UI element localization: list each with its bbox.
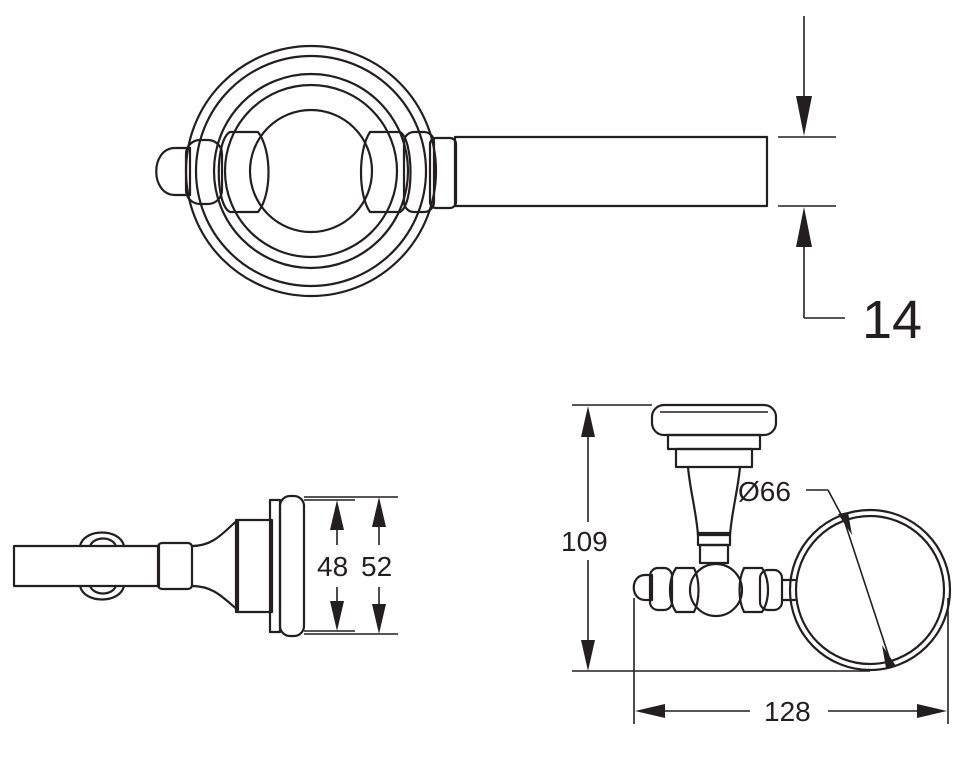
side-base-step [234,518,274,614]
side-bar-ring [78,531,126,601]
dim-109-arrow-top [581,406,595,437]
dim-66-leader-2 [827,489,845,521]
right-collar [402,130,436,214]
dim-48-arrow-bottom [330,601,344,631]
dim-66-value: 66 [760,476,791,507]
end-cap [155,146,192,197]
top-view: 14 [155,16,922,350]
rosette-ring-3 [212,72,410,270]
mount-step-1 [666,433,762,451]
arm-left-bulb [668,566,700,614]
stem-neck [698,543,730,565]
right-bulb [359,130,412,214]
dim-52-label: 52 [361,551,392,582]
rosette-ring-4 [223,83,399,259]
dim-14-label: 14 [862,290,922,350]
dim-66-arrow-bottom [882,645,896,668]
left-bulb [217,130,270,214]
side-bar-ring-inner [88,537,118,595]
dim-109-label: 109 [561,526,608,557]
left-collar [184,138,224,206]
arm-center-ball [688,562,744,618]
side-collar [156,541,194,591]
diameter-symbol: Ø [738,476,760,507]
dim-66-label: Ø66 [738,476,791,507]
front-view: Ø66 109 128 [561,403,952,727]
holder-ring-inner [794,514,946,666]
dim-14-arrow-top [796,96,812,136]
rosette-center-knob [248,108,374,234]
dim-48-arrow-top [330,500,344,530]
dim-52-arrow-bottom [372,604,386,634]
dim-66-arrow-top [838,512,852,535]
rosette-ring-2 [194,54,428,288]
side-view: 48 52 [12,494,398,638]
dim-109-arrow-bottom [581,640,595,671]
arm-right-bulb [738,566,770,614]
dim-128-arrow-left [635,704,665,718]
dim-52-arrow-top [372,497,386,527]
dim-66-line [843,519,891,661]
mount-stem [686,465,742,537]
side-base-plate-2 [278,494,306,638]
arm-left-collar [648,566,674,612]
arm-right-collar [758,568,784,612]
dim-128-arrow-right [917,704,947,718]
holder-ring-outer [788,508,952,672]
rosette-outer-ring [184,44,438,298]
dim-48-label: 48 [317,551,348,582]
side-neck [190,518,240,612]
bar [453,135,769,208]
dim-14-arrow-bottom [796,207,812,247]
dim-128-label: 128 [764,696,811,727]
side-bar [12,544,161,588]
mount-step-2 [674,447,754,469]
mount-plate [650,403,778,437]
